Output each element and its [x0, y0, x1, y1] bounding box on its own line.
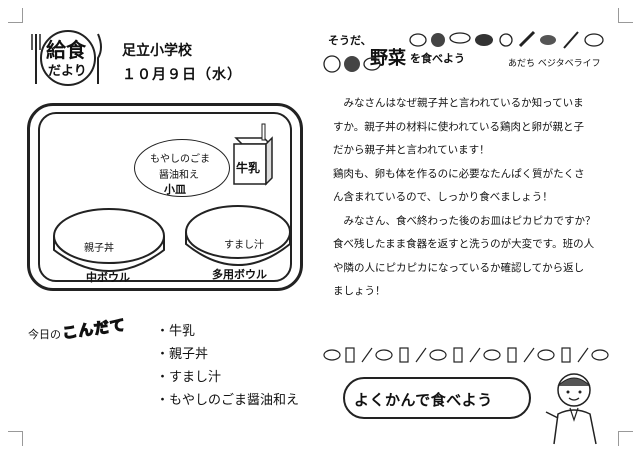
multi-bowl-name: 多用ボウル: [212, 268, 267, 281]
medium-bowl: [53, 208, 165, 272]
article-line: みなさんはなぜ親子丼と言われているか知っていま: [333, 97, 584, 109]
tableware-border-icon: [323, 347, 609, 363]
lunch-tray-inner: [38, 112, 292, 282]
milk-carton-icon: [233, 123, 273, 186]
milk-label: 牛乳: [236, 161, 261, 175]
menu-item: ・すまし汁: [156, 370, 222, 385]
slogan-bubble: [343, 377, 531, 419]
article-line: すか。親子丼の材料に使われている鶏肉と卵が親と子: [333, 120, 584, 133]
article-line: 食べ残したまま食器を返すと洗うのが大変です。班の人: [333, 238, 595, 250]
menu-item: ・もやしのごま醤油和え: [156, 393, 300, 408]
menu-title-prefix: 今日の: [28, 328, 61, 341]
article-line: だから親子丼と言われています！: [333, 144, 490, 156]
medium-bowl-content: 親子丼: [84, 243, 114, 254]
menu-list: ・牛乳 ・親子丼 ・すまし汁 ・もやしのごま醤油和え: [156, 320, 299, 412]
cutlery-icon: [31, 30, 102, 86]
menu-item: ・牛乳: [156, 324, 196, 339]
menu-title: 今日の こんだて: [28, 315, 128, 358]
multi-bowl: [185, 205, 291, 266]
crop-mark: [8, 431, 23, 446]
article-text: みなさんはなぜ親子丼と言われているか知っていま すか。親子丼の材料に使われている…: [333, 92, 615, 304]
newsletter-logo: 給食 だより: [30, 26, 104, 90]
medium-bowl-name: 中ボウル: [86, 271, 130, 284]
banner-small: あだち ベジタベライフ: [508, 59, 601, 69]
vegetables-row-icon: [323, 55, 381, 73]
article-line: ん含まれているので、しっかり食べましょう！: [333, 191, 553, 203]
crop-mark: [618, 431, 633, 446]
banner-prefix: そうだ、: [328, 34, 372, 47]
article-line: や隣の人にピカピカになっているか確認してから返し: [333, 261, 585, 274]
crop-mark: [618, 8, 633, 23]
multi-bowl-content: すまし汁: [224, 240, 264, 251]
small-dish: [134, 139, 230, 197]
logo-subtitle: だより: [48, 64, 87, 79]
article-line: みなさん、食べ終わった後のお皿はピカピカですか？: [333, 214, 596, 227]
menu-item: ・親子丼: [156, 347, 209, 362]
article-line: ましょう！: [333, 285, 386, 297]
slogan-text: よくかんで食べよう: [354, 391, 493, 409]
banner-main: 野菜: [370, 48, 406, 69]
logo-title: 給食: [46, 38, 86, 62]
issue-date: １０月９日（水）: [122, 67, 242, 83]
small-dish-content-2: 醤油和え: [159, 170, 199, 181]
article-line: 鶏肉も、卵も体を作るのに必要なたんぱく質がたくさ: [333, 167, 585, 180]
menu-title-main: こんだて: [61, 315, 128, 343]
small-dish-content: もやしのごま: [150, 154, 210, 165]
crop-mark: [8, 8, 23, 23]
vegetables-illustration-icon: [409, 30, 604, 49]
person-illustration-icon: [545, 373, 597, 445]
lunch-tray: [27, 103, 303, 291]
school-name: 足立小学校: [122, 43, 192, 59]
banner-suffix: を食べよう: [410, 52, 465, 65]
small-dish-name: 小皿: [164, 183, 186, 196]
vegetable-banner: そうだ、 野菜 を食べよう あだち ベジタベライフ: [322, 26, 614, 78]
